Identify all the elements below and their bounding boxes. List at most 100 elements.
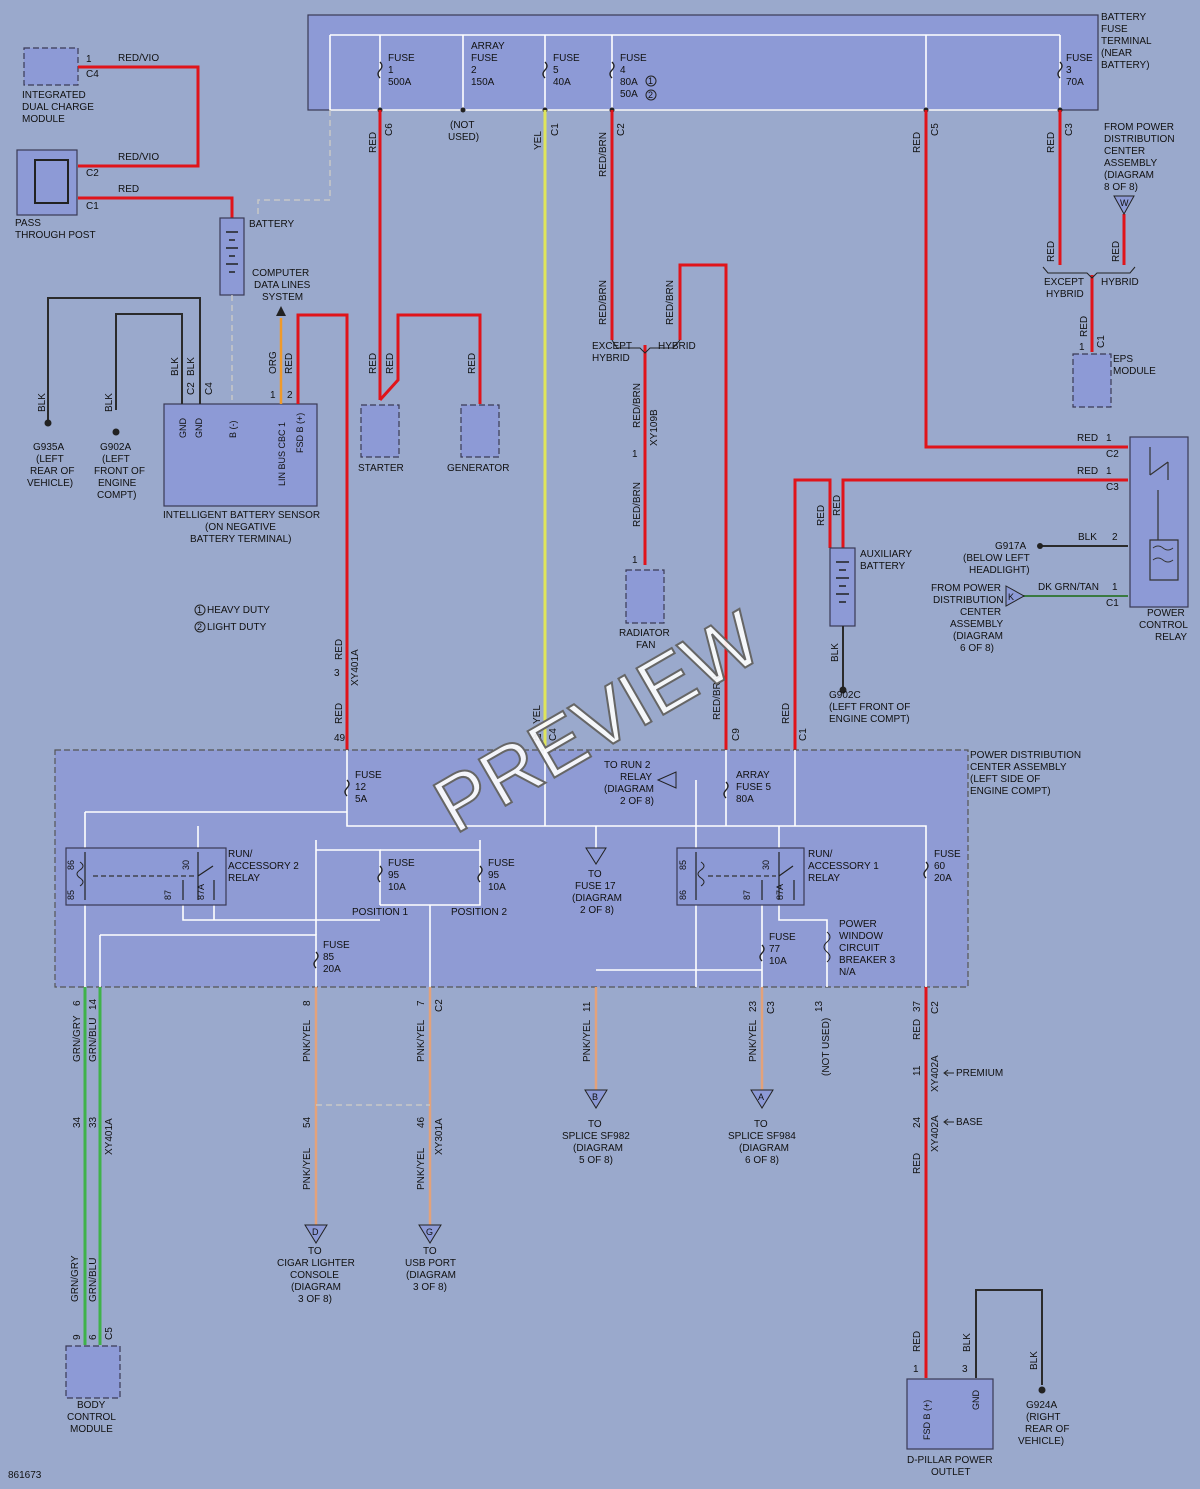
cig-label-2: CIGAR LIGHTER [277,1258,355,1269]
ptp-label-2: THROUGH POST [15,230,96,241]
sf982-wire: PNK/YEL [582,1019,593,1062]
sf984-ref: A [758,1092,764,1102]
dpil-wire2: RED [912,1153,923,1174]
ptp-wire-bot: RED [118,184,139,195]
ra2-pin-87: 87 [163,890,173,900]
dpil-wire: RED [912,1019,923,1040]
bcm-b-wire: GRN/BLU [88,1018,99,1062]
usb-label-3: (DIAGRAM [406,1270,456,1281]
eps-conn: C1 [1096,335,1107,348]
legend-marker-2: 2 [197,622,202,632]
ra1-pin-85: 85 [678,860,688,870]
pcr-conn-c1: C1 [1106,598,1119,609]
usb-inline: XY301A [434,1118,445,1155]
g917a-id: G917A [995,541,1026,552]
wire-red-pass-battery [78,196,234,218]
g902a-id: G902A [100,442,131,453]
from-pdc8-label-5: (DIAGRAM [1104,170,1154,181]
except-hybrid-bracket [611,339,681,354]
integrated-dual-charge-module: INTEGRATED DUAL CHARGE MODULE 1 C4 RED/V… [22,47,159,125]
fuse5-pin: C1 [550,123,561,136]
g902c-label-1: (LEFT FRONT OF [829,702,910,713]
offpage-triangle-icon [418,1224,442,1244]
fuse-5: FUSE 5 40A [553,53,580,88]
dpillar-wire-blk: BLK [962,1333,973,1352]
cdls-label-1: COMPUTER [252,268,309,279]
ra1-pin-87: 87 [742,890,752,900]
g902a-wire: BLK [104,393,115,412]
g902a-label-4: COMPT) [97,490,136,501]
bft-title-2: FUSE [1101,24,1128,35]
g924a-label-2: REAR OF [1025,1424,1069,1435]
g902c-id: G902C [829,690,861,701]
offpage-triangle-icon [1005,585,1026,607]
ptp-wire-top: RED/VIO [118,152,159,163]
ibs-wire-blk1: BLK [170,357,181,376]
ra2-pin-86: 86 [66,860,76,870]
pdc-49-pin: 49 [334,733,346,744]
sf984-label-4: 6 OF 8) [745,1155,779,1166]
bft-title-5: BATTERY) [1101,60,1150,71]
fuse60-number: 60 [934,861,946,872]
g902a-label-3: ENGINE [98,478,137,489]
offpage-triangle-icon [304,1224,328,1244]
sf984-label-2: SPLICE SF984 [728,1131,796,1142]
fuse-5-number: 5 [553,65,559,76]
fan-wire-upper: RED/BRN [632,383,643,428]
fuse95a-label: FUSE [388,858,415,869]
fuse-1: FUSE 1 500A [388,53,415,88]
ground-g924a: BLK G924A (RIGHT REAR OF VEHICLE) [1018,1351,1069,1447]
fan-inline-pin: 1 [632,449,638,460]
array-fuse5-number: FUSE 5 [736,782,771,793]
dpil-premium-label: PREMIUM [956,1068,1003,1079]
fuse-1-number: 1 [388,65,394,76]
wire-red-vio-dual-charge [78,65,200,168]
duty-legend: 1 HEAVY DUTY 2 LIGHT DUTY [194,604,270,633]
except-hybrid-label: HYBRID [592,353,630,364]
cig-pin: 8 [302,1000,313,1006]
wire-blk-g902a [115,313,183,410]
ibs-pin-gnd1: GND [178,418,188,439]
fuse1-wire: RED [368,132,379,153]
fuse5-wire: YEL [533,131,544,150]
wire-red-pcr-aux [841,478,1128,548]
from-pdc8-label-3: CENTER [1104,146,1145,157]
ptp-c2: C2 [86,168,99,179]
idcm-label-1: INTEGRATED [22,90,86,101]
ibs-conn-c4: C4 [204,382,215,395]
g935a-id: G935A [33,442,64,453]
array-fuse5-rating: 80A [736,794,754,805]
ground-g902a: BLK G902A (LEFT FRONT OF ENGINE COMPT) [94,393,145,501]
g924a-wire: BLK [1029,1351,1040,1370]
sf984-conn: C3 [766,1001,777,1014]
ground-g902c: G902C (LEFT FRONT OF ENGINE COMPT) [829,686,910,725]
bft-title-3: TERMINAL [1101,36,1152,47]
eps-label-1: EPS [1113,354,1133,365]
sf984-label-3: (DIAGRAM [739,1143,789,1154]
pwcb-label-4: BREAKER 3 [839,955,896,966]
cdls-label-3: SYSTEM [262,292,303,303]
dpil-base-pin: 24 [912,1116,923,1128]
fuse95a-number: 95 [388,870,400,881]
g917a-wire: BLK [1078,532,1097,543]
pdc-title-3: (LEFT SIDE OF [970,774,1040,785]
starter-label: STARTER [358,463,404,474]
to-fuse17-1: TO [588,869,602,880]
fuse3-pin: C3 [1064,123,1075,136]
g902c-label-2: ENGINE COMPT) [829,714,910,725]
to-cigar-lighter: D TO CIGAR LIGHTER CONSOLE (DIAGRAM 3 OF… [277,1224,355,1305]
bcm-a-pin2: 34 [72,1116,83,1128]
hybrid-label: HYBRID [658,341,696,352]
usb-label-2: USB PORT [405,1258,456,1269]
radiator-fan: RADIATOR FAN [619,569,670,651]
ra1-pin-87a: 87A [775,884,785,900]
arrow-left-icon [943,1118,954,1126]
from-pdc6-label-6: 6 OF 8) [960,643,994,654]
fuse77-number: 77 [769,944,781,955]
pcr-dkgrn-wire: DK GRN/TAN [1038,582,1099,593]
cig-wire2: PNK/YEL [302,1147,313,1190]
g924a-id: G924A [1026,1400,1057,1411]
from-pdc8-label-2: DISTRIBUTION [1104,134,1175,145]
pdc-41-pin: 41 [532,733,544,744]
dpillar-pin-fsd: FSD B (+) [922,1400,932,1440]
